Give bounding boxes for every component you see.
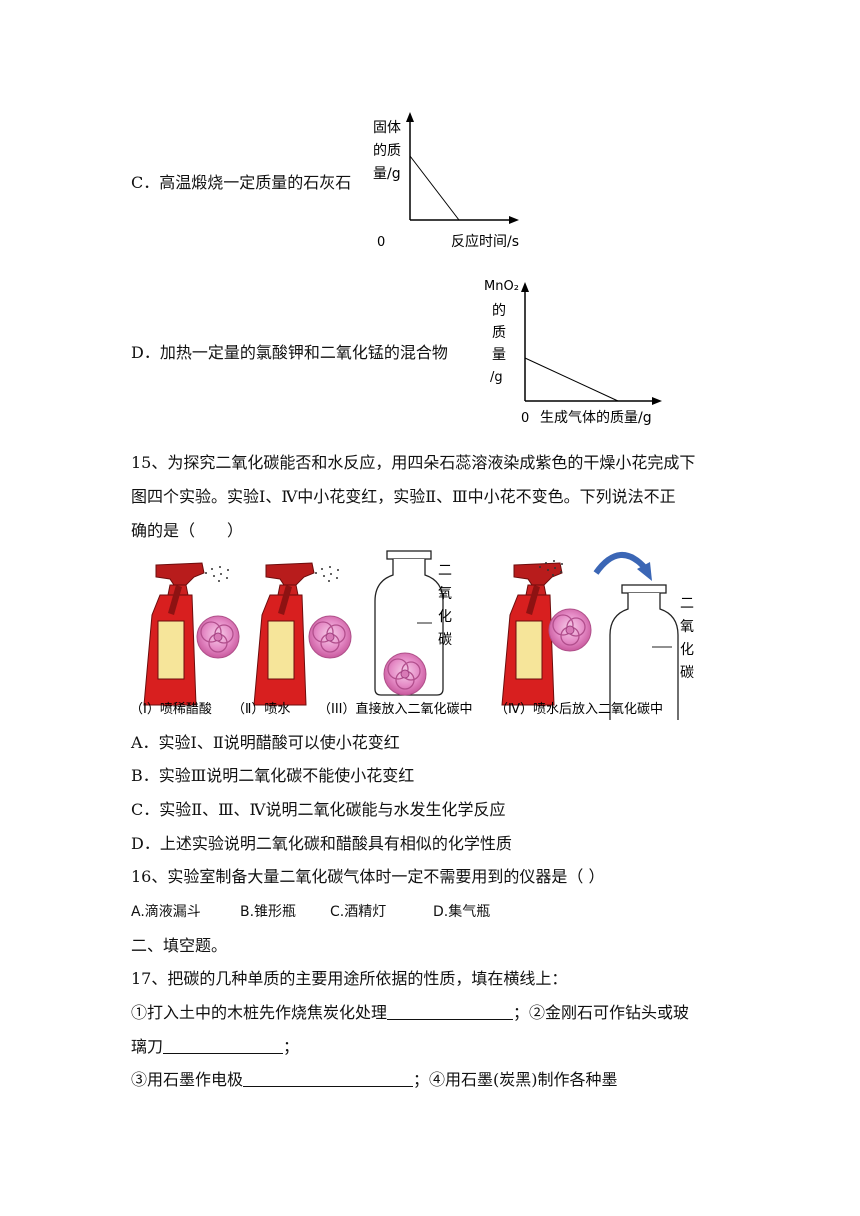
experiment-2-flower-icon (308, 615, 352, 659)
q17-item-3-text: ③用石墨作电极 (131, 1070, 244, 1089)
experiment-figure: 二 氧 化 碳 二 氧 化 碳 （I）喷稀醋酸 （Ⅱ）喷水 （III）直接放入二… (130, 550, 694, 720)
q15-option-c: C．实验Ⅱ、Ⅲ、Ⅳ说明二氧化碳能与水发生化学反应 (131, 800, 506, 819)
experiment-3-label-2: 氧 (438, 586, 452, 602)
graph-d-ylabel-4: 量 (492, 347, 506, 363)
graph-c: 固体 的质 量/g 0 反应时间/s (373, 112, 519, 250)
graph-d-y-arrow (521, 282, 529, 292)
experiment-4-label-3: 化 (680, 642, 694, 658)
graph-d-ylabel-5: /g (490, 370, 503, 385)
graph-c-x-arrow (509, 216, 519, 224)
q16-option-c: C.酒精灯 (330, 904, 387, 920)
experiment-1-spray-icon (205, 566, 229, 582)
q17-item-1-text: ①打入土中的木桩先作烧焦炭化处理 (131, 1003, 388, 1022)
arrow-head-icon (637, 562, 652, 581)
q17-item-2-end: ； (283, 1037, 300, 1056)
experiment-4-flower-icon (548, 608, 592, 652)
caption-1: （I）喷稀醋酸 (130, 701, 212, 717)
q15-stem-2: 图四个实验。实验Ⅰ、Ⅳ中小花变红，实验Ⅱ、Ⅲ中小花不变色。下列说法不正 (131, 487, 676, 506)
q16-option-a: A.滴液漏斗 (131, 904, 201, 920)
q16-option-b: B.锥形瓶 (240, 904, 297, 920)
q17-item-2-text: ；②金刚石可作钻头或玻 (513, 1003, 690, 1022)
answer-blank-3[interactable] (243, 1070, 414, 1087)
experiment-4-label-1: 二 (680, 596, 694, 612)
q17-item-4-text: ；④用石墨(炭黑)制作各种墨 (413, 1070, 618, 1089)
q17-line-2: 璃刀 ； (131, 1037, 299, 1057)
experiment-2-spray-icon (315, 566, 339, 582)
graph-c-ylabel-1: 固体 (373, 120, 401, 136)
graph-c-y-arrow (406, 112, 414, 122)
q17-item-2-cont: 璃刀 (131, 1037, 164, 1056)
answer-blank-2[interactable] (163, 1037, 284, 1054)
experiment-4-jar-icon (609, 584, 679, 720)
curved-arrow-icon (593, 551, 649, 575)
graph-d-origin: 0 (521, 411, 529, 426)
graph-c-line (409, 155, 460, 221)
caption-3: （III）直接放入二氧化碳中 (318, 701, 473, 717)
q16-option-d: D.集气瓶 (433, 904, 491, 920)
answer-blank-1[interactable] (387, 1003, 514, 1020)
option-d-text: D．加热一定量的氯酸钾和二氧化锰的混合物 (131, 343, 448, 362)
experiment-3-label-3: 化 (438, 609, 452, 625)
graph-d-xlabel: 生成气体的质量/g (540, 410, 652, 426)
experiment-4-label-2: 氧 (680, 619, 694, 635)
caption-4: （Ⅳ）喷水后放入二氧化碳中 (495, 702, 663, 717)
q17-line-3: ③用石墨作电极 ；④用石墨(炭黑)制作各种墨 (131, 1070, 618, 1090)
q15-stem-3: 确的是（ ） (131, 521, 244, 540)
experiment-3-flower-icon (383, 652, 427, 696)
option-c-text: C．高温煅烧一定质量的石灰石 (131, 173, 352, 192)
graph-d-x-arrow (652, 397, 662, 405)
graph-d-ylabel-1: MnO₂ (484, 279, 519, 294)
experiment-4-label-4: 碳 (680, 665, 694, 681)
graph-c-ylabel-3: 量/g (373, 166, 401, 182)
q15-option-d: D．上述实验说明二氧化碳和醋酸具有相似的化学性质 (131, 834, 512, 853)
experiment-1-flower-icon (196, 615, 240, 659)
graph-c-origin: 0 (377, 235, 385, 250)
section-heading: 二、填空题。 (131, 936, 228, 955)
graph-d-ylabel-3: 质 (492, 325, 506, 341)
q15-option-a: A．实验Ⅰ、Ⅱ说明醋酸可以使小花变红 (131, 733, 400, 752)
graph-d: MnO₂ 的 质 量 /g 0 生成气体的质量/g (484, 279, 662, 426)
q15-option-b: B．实验Ⅲ说明二氧化碳不能使小花变红 (131, 766, 415, 785)
q15-stem-1: 15、为探究二氧化碳能否和水反应，用四朵石蕊溶液染成紫色的干燥小花完成下 (131, 453, 696, 472)
q17-line-1: ①打入土中的木桩先作烧焦炭化处理 ；②金刚石可作钻头或玻 (131, 1003, 689, 1023)
q17-stem: 17、把碳的几种单质的主要用途所依据的性质，填在横线上： (131, 969, 568, 988)
experiment-3-label-4: 碳 (438, 632, 452, 648)
graph-c-ylabel-2: 的质 (373, 143, 401, 159)
graph-c-xlabel: 反应时间/s (451, 233, 519, 250)
q16-stem: 16、实验室制备大量二氧化碳气体时一定不需要用到的仪器是（ ） (131, 867, 605, 886)
graph-d-ylabel-2: 的 (492, 303, 506, 319)
experiment-2-bottle-icon (253, 562, 315, 706)
caption-2: （Ⅱ）喷水 (232, 702, 290, 717)
graph-d-line (524, 357, 619, 402)
experiment-3-label-1: 二 (438, 563, 452, 579)
experiment-1-bottle-icon (143, 562, 205, 706)
